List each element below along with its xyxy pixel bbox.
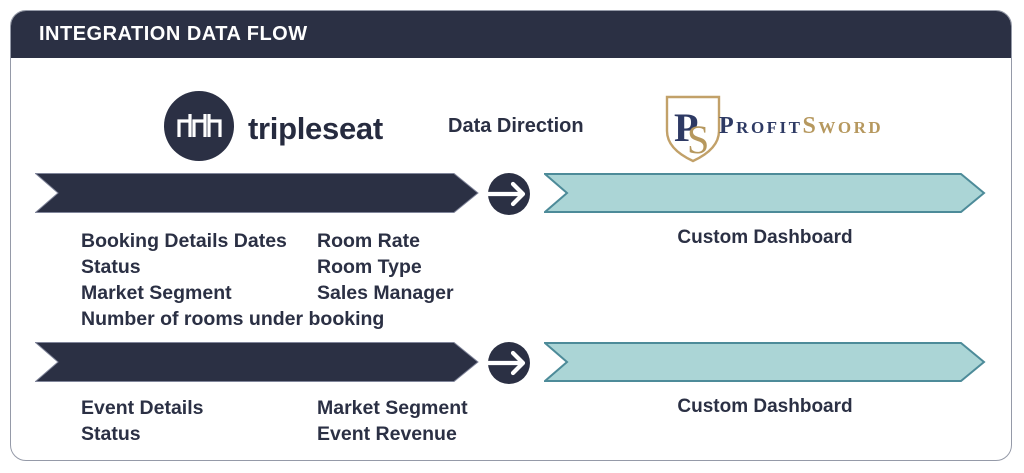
navy-arrow-banner-shape [34,342,479,382]
tripleseat-word-light: triple [248,111,322,146]
event-data-label: Event Data [207,396,307,417]
arrow-right-circle-icon [487,342,530,384]
custom-dashboard-label-2: Custom Dashboard [677,396,853,417]
field-item: Status [81,256,141,278]
arrow-right-circle-icon [487,173,530,215]
field-item: Market Segment [317,397,468,419]
shield-letter-s: S [687,117,709,162]
event-fields-col2: Market Segment Event Revenue [317,395,468,447]
event-data-banner: Event Data [34,342,479,417]
field-item: Status [81,423,141,445]
shield-letter-p: P [674,105,698,150]
event-fields-col1: Event Details Status [81,395,203,447]
header-bar: INTEGRATION DATA FLOW [11,11,1011,58]
ps-word-s-rest: WORD [818,118,884,137]
ps-word-p-initial: P [719,113,737,139]
profitsword-wordmark: PROFITSWORD [719,113,883,140]
group-room-data-banner: Group Room Data [34,173,479,248]
field-item: Room Type [317,256,422,278]
ps-word-s-initial: S [802,113,819,139]
tripleseat-logo-icon [164,91,234,161]
field-item: Market Segment [81,282,232,304]
field-item: Booking Details Dates [81,230,287,252]
custom-dashboard-banner-1: Custom Dashboard [542,173,986,248]
tripleseat-wordmark: tripleseat [248,111,383,147]
group-room-fields-col2: Room Rate Room Type Sales Manager [317,228,454,306]
field-item: Room Rate [317,230,420,252]
profitsword-shield-icon: P S [665,95,721,163]
group-room-data-label: Group Room Data [175,227,339,248]
navy-arrow-banner-shape [34,173,479,213]
group-room-fields-col1: Booking Details Dates Status Market Segm… [81,228,384,332]
field-item: Sales Manager [317,282,454,304]
data-direction-label: Data Direction [448,115,584,137]
field-item: Number of rooms under booking [81,308,385,330]
tripleseat-word-bold: seat [322,111,383,146]
field-item: Event Revenue [317,423,457,445]
integration-data-flow-card: INTEGRATION DATA FLOW tripleseat Data Di… [10,10,1012,461]
page-title: INTEGRATION DATA FLOW [39,23,308,45]
ps-word-p-rest: ROFIT [736,118,803,137]
custom-dashboard-label-1: Custom Dashboard [677,227,853,248]
teal-arrow-banner-shape [542,173,986,213]
custom-dashboard-banner-2: Custom Dashboard [542,342,986,417]
teal-arrow-banner-shape [542,342,986,382]
field-item: Event Details [81,397,204,419]
